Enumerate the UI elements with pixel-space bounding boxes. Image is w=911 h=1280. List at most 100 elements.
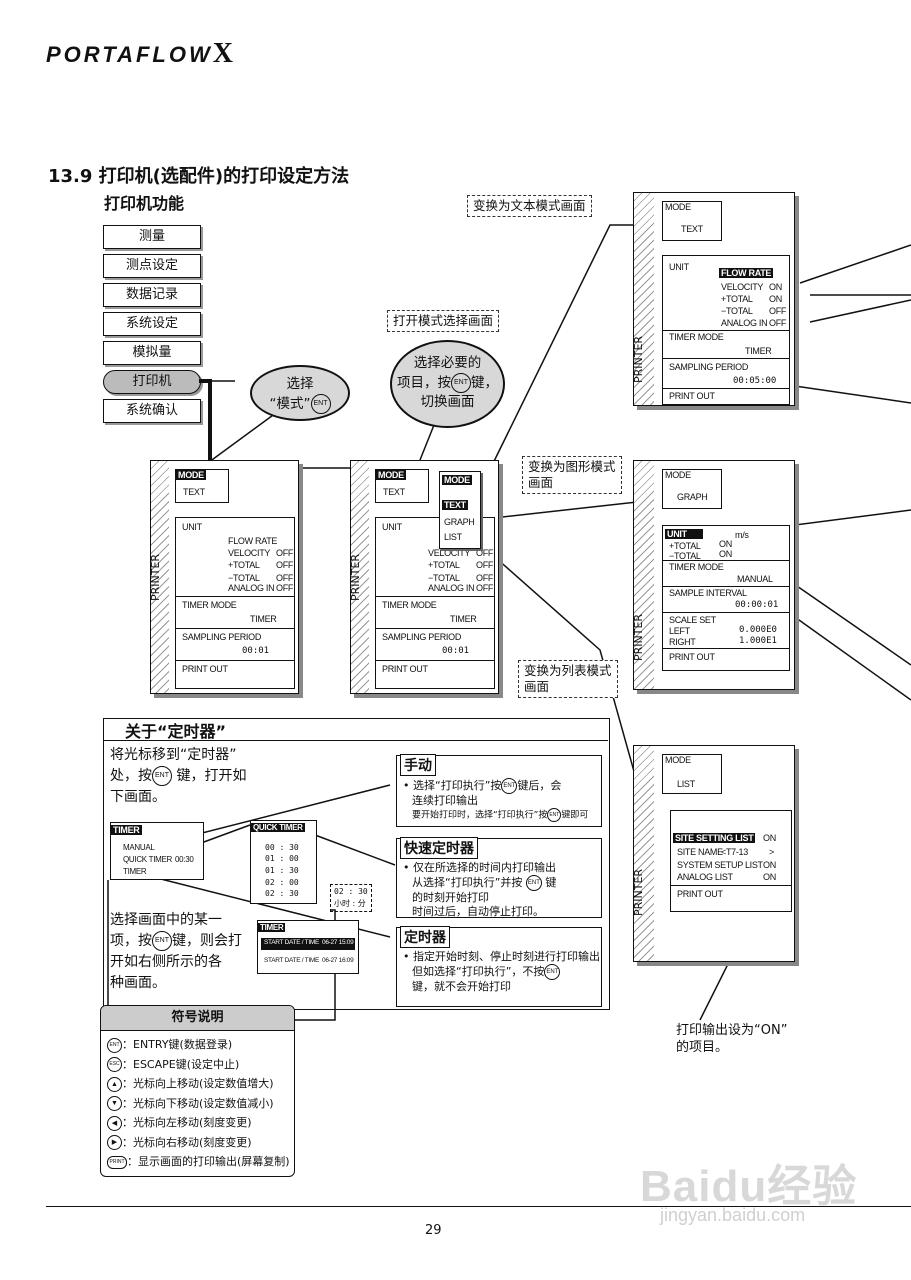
minus-total-value: ON	[719, 549, 732, 559]
system-setup-value: ON	[763, 860, 776, 870]
popup-option-list[interactable]: LIST	[444, 532, 462, 542]
open-mode-select-label: 打开模式选择画面	[387, 310, 500, 332]
plus-total: +TOTAL	[228, 560, 260, 570]
system-setup-list: SYSTEM SETUP LIST	[677, 860, 763, 870]
legend-item: ▼：光标向下移动(设定数值减小)	[107, 1095, 290, 1115]
mode-label: MODE	[376, 470, 406, 480]
side-hatch	[634, 461, 654, 689]
right-value: 1.000E1	[739, 636, 777, 646]
sampling-period-value: 00:01	[442, 646, 470, 656]
settings-box: UNIT FLOW RATE VELOCITY OFF +TOTAL OFF −…	[175, 517, 295, 689]
mode-label: MODE	[665, 470, 691, 480]
quick-option: 01 : 30	[265, 866, 299, 875]
print-on-note: 打印输出设为“ON”的项目。	[676, 1023, 788, 1055]
down-arrow-icon: ▼	[107, 1096, 122, 1111]
mode-box: MODE TEXT	[662, 201, 722, 241]
left-arrow-icon: ◀	[107, 1115, 122, 1131]
menu-item-data-log: 数据记录	[103, 283, 201, 307]
left-label: LEFT	[669, 626, 690, 636]
ent-key-icon: ENT	[525, 875, 542, 891]
right-arrow-icon: ▶	[107, 1135, 122, 1150]
settings-box: UNIT FLOW RATE VELOCITY ON +TOTAL ON −TO…	[662, 255, 790, 405]
up-arrow-icon: ▲	[107, 1076, 122, 1092]
manual-title: 手动	[400, 754, 436, 776]
plus-total-value: ON	[769, 294, 782, 304]
divider	[663, 612, 789, 613]
side-hatch	[634, 193, 654, 405]
velocity: VELOCITY	[721, 282, 764, 292]
minus-total: −TOTAL	[228, 573, 260, 583]
analog-in: ANALOG IN	[428, 583, 475, 593]
plus-total-value: ON	[719, 539, 732, 549]
print-out: PRINT OUT	[669, 652, 715, 662]
quick-timer-item: QUICK TIMER	[123, 855, 173, 864]
popup-option-text[interactable]: TEXT	[442, 500, 468, 510]
ent-key-icon: ENT	[152, 931, 172, 951]
minus-total: −TOTAL	[428, 573, 460, 583]
legend-item: ◀：光标向左移动(刻度变更)	[107, 1114, 290, 1134]
velocity: VELOCITY	[228, 548, 271, 558]
quick-timer-value: 00:30	[175, 855, 194, 864]
mode-box: MODE LIST	[662, 754, 722, 794]
timer-section-header: 关于“定时器”	[103, 718, 608, 741]
divider	[663, 388, 789, 389]
unit-label: UNIT	[669, 262, 689, 272]
graph-mode-screen: PRINTER MODE GRAPH UNIT m/s +TOTAL ON −T…	[632, 460, 795, 690]
timer-desc-title: 定时器	[400, 926, 450, 948]
legend-item: ▲：光标向上移动(设定数值增大)	[107, 1075, 290, 1095]
watermark-url: jingyan.baidu.com	[660, 1205, 806, 1225]
minus-total-value: OFF	[276, 573, 294, 583]
popup-option-graph[interactable]: GRAPH	[444, 517, 475, 527]
selected-row	[261, 938, 355, 950]
quick-timer-description: 快速定时器 • 仅在所选择的时间内打印输出 从选择“打印执行”并按 ENT 键 …	[396, 837, 602, 918]
side-hatch	[634, 746, 654, 961]
divider	[663, 330, 789, 331]
mode-value: GRAPH	[677, 492, 708, 502]
left-value: 0.000E0	[739, 625, 777, 635]
ent-key-icon: ENT	[501, 778, 518, 794]
right-label: RIGHT	[669, 637, 696, 647]
printer-screen-1: PRINTER MODE TEXT UNIT FLOW RATE VELOCIT…	[149, 460, 299, 694]
section-subtitle: 打印机功能	[104, 194, 185, 213]
quick-option: 01 : 00	[265, 854, 299, 863]
sampling-period-label: SAMPLING PERIOD	[182, 632, 262, 642]
quick-timer-title: QUICK TIMER	[251, 823, 305, 832]
to-list-label: 变换为列表模式画面	[518, 660, 618, 698]
legend-title: 符号说明	[101, 1006, 294, 1031]
site-setting-list: SITE SETTING LIST	[673, 833, 756, 843]
minus-total-value: OFF	[476, 573, 494, 583]
divider	[176, 596, 294, 597]
velocity-value: ON	[769, 282, 782, 292]
divider	[663, 648, 789, 649]
velocity: VELOCITY	[428, 548, 471, 558]
timer-title: TIMER	[111, 825, 142, 835]
flow-rate: FLOW RATE	[228, 536, 278, 546]
print-out: PRINT OUT	[677, 889, 723, 899]
print-out: PRINT OUT	[182, 664, 228, 674]
minus-total: −TOTAL	[669, 551, 701, 561]
analog-in: ANALOG IN	[228, 583, 275, 593]
timer-item: TIMER	[123, 867, 147, 876]
timer-mode-value: MANUAL	[737, 574, 773, 584]
quick-option: 02 : 30	[265, 889, 299, 898]
divider	[663, 358, 789, 359]
analog-in-value: OFF	[769, 318, 787, 328]
site-name-value: <T7-13	[721, 847, 748, 857]
time-format-note: 02 : 30 小时 : 分	[330, 884, 372, 912]
sampling-period-value: 00:05:00	[733, 376, 777, 386]
plus-total: +TOTAL	[721, 294, 753, 304]
analog-in: ANALOG IN	[721, 318, 768, 328]
divider	[671, 885, 791, 886]
divider	[376, 660, 494, 661]
legend-item: ▶：光标向右移动(刻度变更)	[107, 1134, 290, 1154]
velocity-value: OFF	[276, 548, 294, 558]
print-key-icon: PRINT	[107, 1155, 127, 1169]
ent-key-icon: ENT	[152, 766, 172, 786]
analog-list: ANALOG LIST	[677, 872, 733, 882]
start-date-label: START DATE / TIME	[264, 939, 319, 946]
mode-box: MODE GRAPH	[662, 469, 722, 509]
start-date-value: 06-27 15:09	[322, 939, 354, 946]
side-label: PRINTER	[349, 553, 362, 601]
